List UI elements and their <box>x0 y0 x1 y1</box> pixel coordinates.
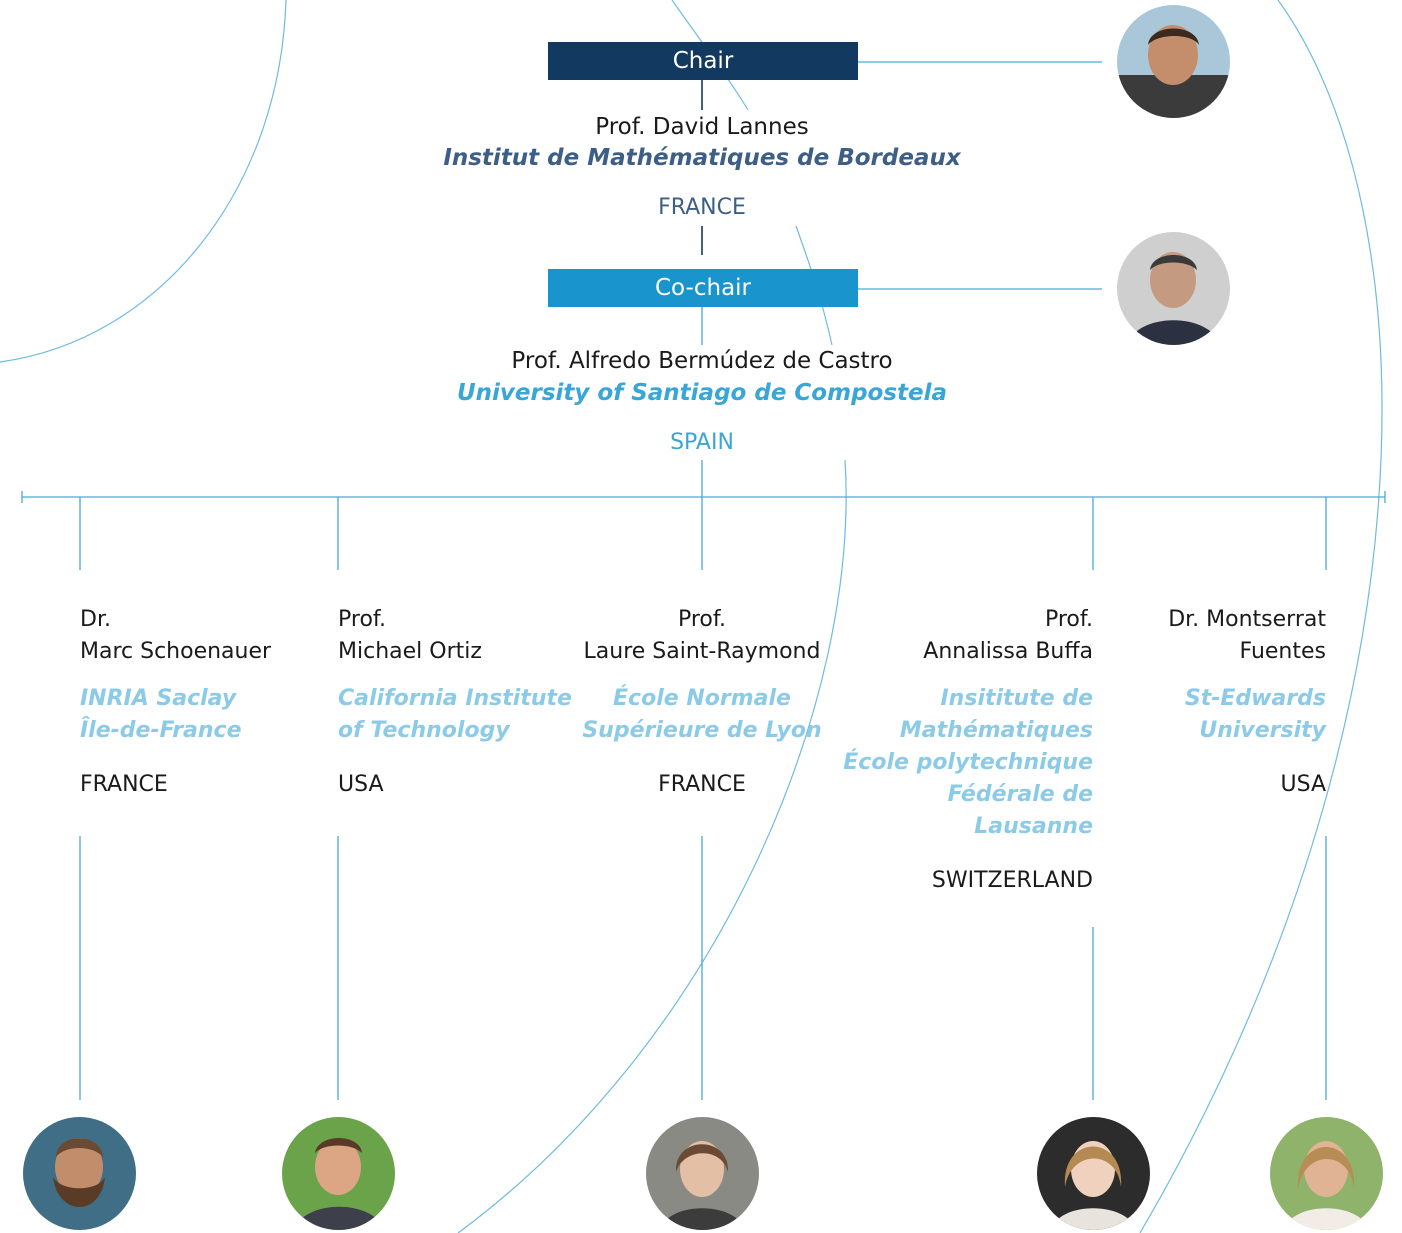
member-country: USA <box>338 772 384 797</box>
member-title: Prof. <box>338 607 387 632</box>
member-photo <box>23 1117 136 1230</box>
member-country: SWITZERLAND <box>931 868 1093 893</box>
tree-connectors <box>21 61 1386 1100</box>
member-name: Michael Ortiz <box>338 639 482 664</box>
member-institution: INRIA Saclay <box>80 686 237 711</box>
member-card: Prof. Laure Saint-Raymond École Normale … <box>562 604 842 801</box>
member-institution: Insititute de <box>940 686 1094 711</box>
member-card: Prof. Annalissa Buffa Insititute de Math… <box>833 604 1093 897</box>
member-name: Fuentes <box>1239 639 1327 664</box>
member-institution: Mathématiques <box>899 718 1093 743</box>
member-title: Prof. <box>677 607 727 632</box>
member-institution: Lausanne <box>974 814 1093 839</box>
member-institution: University <box>1199 718 1326 743</box>
member-institution: St-Edwards <box>1184 686 1326 711</box>
chair-label: Chair <box>548 42 858 80</box>
member-name: Annalissa Buffa <box>923 639 1093 664</box>
cochair-label: Co-chair <box>548 269 858 307</box>
member-institution: École Normale <box>613 686 791 711</box>
cochair-photo <box>1117 232 1230 345</box>
chair-photo <box>1117 5 1230 118</box>
member-country: FRANCE <box>658 772 746 797</box>
member-photo <box>1270 1117 1383 1230</box>
chair-country: FRANCE <box>658 195 746 220</box>
chair-name: Prof. David Lannes <box>595 114 809 140</box>
member-institution: Supérieure de Lyon <box>582 718 822 743</box>
chair-institution: Institut de Mathématiques de Bordeaux <box>443 145 961 171</box>
member-country: FRANCE <box>80 772 168 797</box>
member-photo <box>282 1117 395 1230</box>
member-photo <box>646 1117 759 1230</box>
member-title: Dr. Montserrat <box>1168 607 1326 632</box>
member-photo <box>1037 1117 1150 1230</box>
member-card: Dr. Montserrat Fuentes St-Edwards Univer… <box>1126 604 1326 801</box>
cochair-country: SPAIN <box>670 430 734 455</box>
member-name: Laure Saint-Raymond <box>583 639 821 664</box>
member-institution: Fédérale de <box>947 782 1093 807</box>
member-country: USA <box>1280 772 1326 797</box>
member-institution: École polytechnique <box>843 750 1093 775</box>
decorative-arc <box>1139 0 1383 1233</box>
decorative-arc <box>0 0 287 363</box>
member-institution: Île-de-France <box>80 718 242 743</box>
member-title: Prof. <box>1044 607 1093 632</box>
member-card: Dr. Marc Schoenauer INRIA Saclay Île-de-… <box>80 604 271 801</box>
cochair-institution: University of Santiago de Compostela <box>456 380 948 406</box>
member-institution: California Institute <box>338 686 572 711</box>
decorative-arc <box>457 459 847 1233</box>
member-card: Prof. Michael Ortiz California Institute… <box>338 604 572 801</box>
member-name: Marc Schoenauer <box>80 639 272 664</box>
member-title: Dr. <box>80 607 111 632</box>
cochair-name: Prof. Alfredo Bermúdez de Castro <box>511 348 893 374</box>
member-institution: of Technology <box>338 718 510 743</box>
